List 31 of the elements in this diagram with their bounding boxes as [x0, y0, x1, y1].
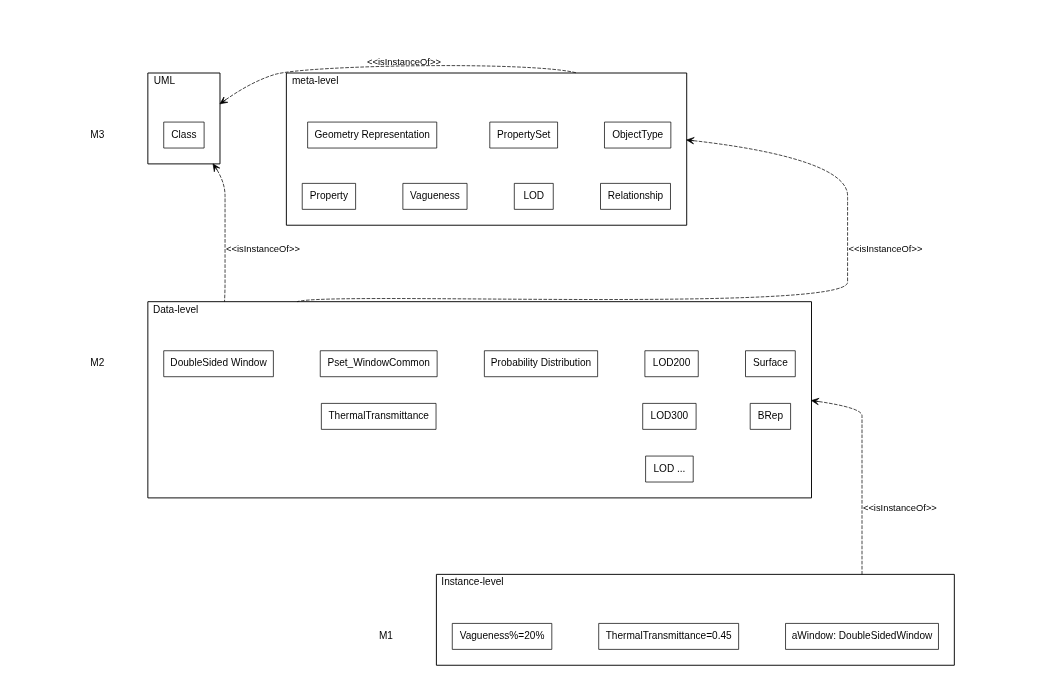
node-box: Vagueness: [402, 183, 468, 210]
node-box: DoubleSided Window: [163, 350, 274, 378]
node-box: aWindow: DoubleSidedWindow: [785, 623, 939, 650]
arrow: [212, 163, 226, 303]
node-box: BRep: [749, 403, 791, 430]
arrow: [219, 65, 578, 105]
arrow: [296, 137, 848, 303]
edge-label: <<isInstanceOf>>: [848, 244, 923, 255]
node-box: Property: [301, 183, 356, 210]
node-box: LOD300: [642, 403, 697, 430]
edge-label: <<isInstanceOf>>: [862, 503, 937, 514]
label: M3: [90, 128, 105, 140]
node-box: ThermalTransmittance=0.45: [598, 623, 739, 650]
edge-label: <<isInstanceOf>>: [225, 244, 300, 255]
node-box: ObjectType: [604, 121, 672, 149]
edge-label: <<isInstanceOf>>: [367, 56, 441, 67]
node-box: Geometry Representation: [307, 121, 438, 149]
arrow: [811, 397, 863, 575]
node-box: Class: [163, 121, 205, 149]
node-box: Probability Distribution: [484, 350, 598, 378]
node-box: LOD200: [644, 350, 699, 378]
label: M2: [90, 357, 105, 369]
node-box: LOD ...: [645, 455, 694, 483]
node-box: Surface: [745, 350, 796, 378]
node-box: Pset_WindowCommon: [319, 350, 438, 378]
label: M1: [378, 630, 393, 642]
node-box: PropertySet: [489, 121, 558, 149]
node-box: ThermalTransmittance: [321, 403, 437, 430]
node-box: Relationship: [600, 183, 671, 210]
node-box: LOD: [513, 183, 554, 210]
node-box: Vagueness%=20%: [451, 623, 553, 650]
